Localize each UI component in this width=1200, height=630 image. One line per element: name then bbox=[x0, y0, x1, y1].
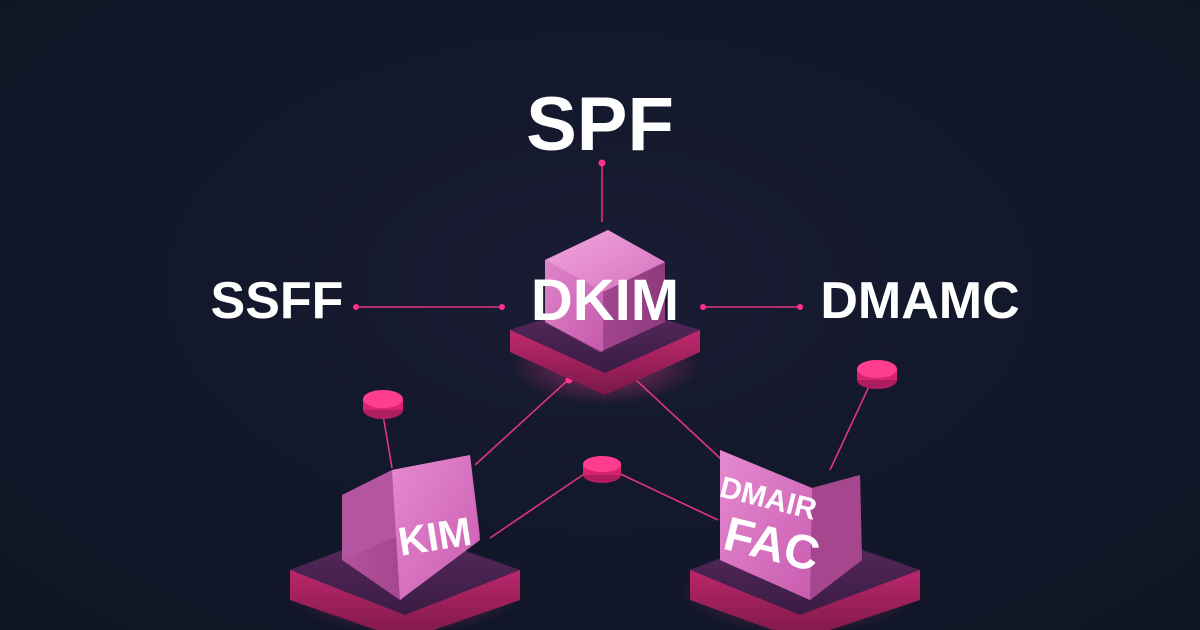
node-center bbox=[583, 456, 621, 483]
dot-ssff bbox=[353, 304, 359, 310]
label-dkim: DKIM bbox=[531, 268, 679, 333]
label-dmamc: DMAMC bbox=[820, 272, 1019, 330]
connector-node-left-kim bbox=[382, 414, 393, 469]
floating-nodes bbox=[363, 360, 897, 483]
dot-dmamc bbox=[797, 304, 803, 310]
dmair-block bbox=[680, 450, 920, 630]
kim-block bbox=[285, 455, 525, 630]
node-left bbox=[363, 390, 403, 419]
connector-node-right-dmair bbox=[829, 379, 873, 471]
connector-kim-center-node bbox=[489, 469, 591, 539]
label-ssff: SSFF bbox=[211, 272, 344, 330]
connector-center-node-dmair bbox=[611, 469, 719, 521]
label-spf: SPF bbox=[526, 82, 674, 167]
dot-spf bbox=[598, 159, 606, 167]
dot-dkim-right bbox=[700, 304, 706, 310]
node-right bbox=[857, 360, 897, 389]
dkim-block bbox=[510, 230, 700, 405]
dot-dkim-left bbox=[499, 304, 505, 310]
